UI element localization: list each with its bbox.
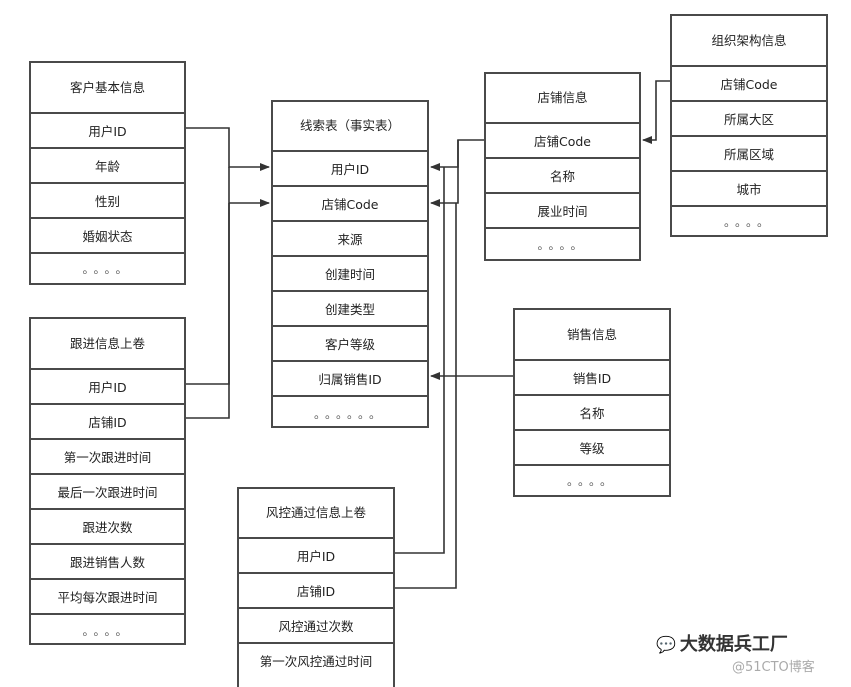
table-field: 所属大区 bbox=[672, 100, 826, 135]
table-field: 第一次跟进时间 bbox=[31, 438, 184, 473]
table-field: 跟进次数 bbox=[31, 508, 184, 543]
table-org: 组织架构信息 店铺Code 所属大区 所属区域 城市 。。。。 bbox=[670, 14, 828, 237]
table-field: 展业时间 bbox=[486, 192, 639, 227]
table-field: 名称 bbox=[515, 394, 669, 429]
table-title: 跟进信息上卷 bbox=[69, 336, 145, 351]
table-field: 名称 bbox=[486, 157, 639, 192]
table-title: 组织架构信息 bbox=[711, 33, 787, 48]
table-field: 创建类型 bbox=[273, 290, 427, 325]
table-more: 。。。。。。 bbox=[273, 395, 427, 430]
table-field: 归属销售ID bbox=[273, 360, 427, 395]
table-field: 婚姻状态 bbox=[31, 217, 184, 252]
table-more: 。。。。 bbox=[31, 252, 184, 283]
table-field: 等级 bbox=[515, 429, 669, 464]
table-store: 店铺信息 店铺Code 名称 展业时间 。。。。 bbox=[484, 72, 641, 261]
table-field: 店铺Code bbox=[672, 65, 826, 100]
table-field: 平均每次跟进时间 bbox=[31, 578, 184, 613]
wechat-icon: 💬 bbox=[656, 635, 676, 654]
table-field: 第一次风控通过时间 bbox=[239, 642, 393, 677]
link-followup-userid bbox=[186, 167, 230, 385]
table-field: 客户等级 bbox=[273, 325, 427, 360]
table-sales: 销售信息 销售ID 名称 等级 。。。。 bbox=[513, 308, 671, 497]
table-title: 线索表（事实表） bbox=[299, 118, 400, 133]
table-field: 用户ID bbox=[31, 368, 184, 403]
link-customer-userid bbox=[186, 127, 270, 171]
table-field: 用户ID bbox=[273, 150, 427, 185]
table-field: 用户ID bbox=[31, 112, 184, 147]
table-field: 最后一次跟进时间 bbox=[31, 473, 184, 508]
link-followup-storeid bbox=[186, 203, 230, 419]
link-org-to-store bbox=[642, 80, 670, 144]
table-field: 风控通过次数 bbox=[239, 607, 393, 642]
table-more: 。。。。 bbox=[31, 613, 184, 646]
table-more: 。。。。 bbox=[672, 205, 826, 235]
table-field: 来源 bbox=[273, 220, 427, 255]
table-field: 店铺ID bbox=[31, 403, 184, 438]
link-store-to-leads-1 bbox=[430, 139, 484, 171]
table-field: 性别 bbox=[31, 182, 184, 217]
table-field: 用户ID bbox=[239, 537, 393, 572]
table-more: 。。。。 bbox=[515, 464, 669, 495]
table-title: 销售信息 bbox=[566, 327, 617, 342]
table-field: 年龄 bbox=[31, 147, 184, 182]
watermark: 💬大数据兵工厂 bbox=[656, 630, 788, 656]
table-field: 所属区域 bbox=[672, 135, 826, 170]
table-field: 店铺ID bbox=[239, 572, 393, 607]
table-field: 创建时间 bbox=[273, 255, 427, 290]
watermark-sub: @51CTO博客 bbox=[732, 660, 815, 675]
table-field: 城市 bbox=[672, 170, 826, 205]
table-more: 。。。。 bbox=[486, 227, 639, 259]
table-field: 店铺Code bbox=[273, 185, 427, 220]
table-customer-basic: 客户基本信息 用户ID 年龄 性别 婚姻状态 。。。。 bbox=[29, 61, 186, 285]
table-followup: 跟进信息上卷 用户ID 店铺ID 第一次跟进时间 最后一次跟进时间 跟进次数 跟… bbox=[29, 317, 186, 645]
link-store-to-leads-2 bbox=[430, 140, 459, 207]
table-field: 店铺Code bbox=[486, 122, 639, 157]
table-title: 风控通过信息上卷 bbox=[265, 505, 366, 520]
table-title: 店铺信息 bbox=[537, 90, 588, 105]
table-field: 跟进销售人数 bbox=[31, 543, 184, 578]
table-leads: 线索表（事实表） 用户ID 店铺Code 来源 创建时间 创建类型 客户等级 归… bbox=[271, 100, 429, 428]
table-title: 客户基本信息 bbox=[69, 80, 145, 95]
table-field: 销售ID bbox=[515, 359, 669, 394]
table-risk: 风控通过信息上卷 用户ID 店铺ID 风控通过次数 第一次风控通过时间 bbox=[237, 487, 395, 687]
watermark-brand: 大数据兵工厂 bbox=[679, 634, 788, 655]
